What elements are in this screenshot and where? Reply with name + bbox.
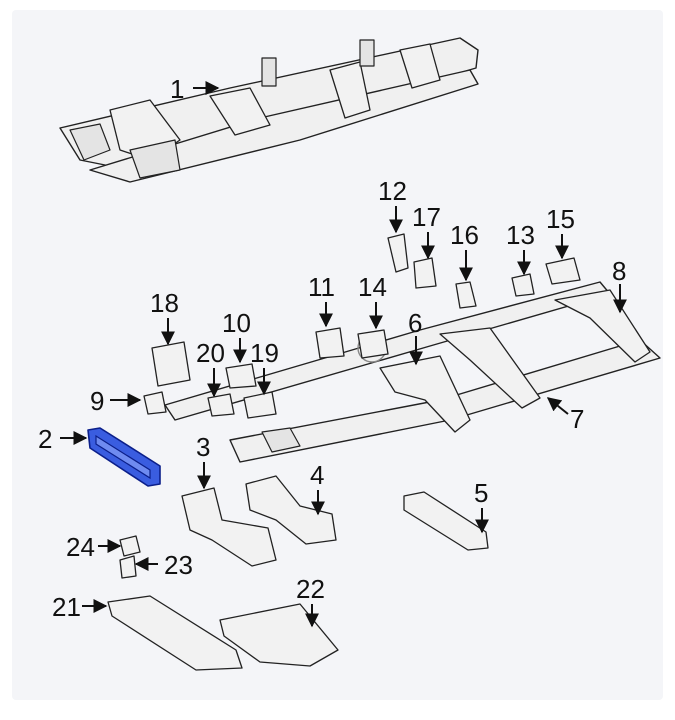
- crossmember-3[interactable]: [181, 487, 277, 567]
- callout-13: 13: [506, 220, 535, 250]
- bracket-10[interactable]: [225, 363, 257, 389]
- bracket-15[interactable]: [545, 257, 581, 285]
- bracket-5[interactable]: [403, 491, 489, 551]
- callout-15: 15: [546, 204, 575, 234]
- skid-plate-21[interactable]: [107, 595, 243, 671]
- bracket-18[interactable]: [151, 341, 191, 387]
- callout-12: 12: [378, 176, 407, 206]
- bracket-13[interactable]: [511, 273, 535, 297]
- callout-5: 5: [474, 478, 488, 508]
- callout-1: 1: [170, 74, 184, 104]
- complete-frame-assembly[interactable]: [59, 37, 479, 183]
- bracket-9[interactable]: [143, 391, 167, 415]
- callout-7: 7: [570, 404, 584, 434]
- callout-2: 2: [38, 424, 52, 454]
- callout-17: 17: [412, 202, 441, 232]
- callout-18: 18: [150, 288, 179, 318]
- callout-8: 8: [612, 256, 626, 286]
- bracket-14[interactable]: [357, 329, 389, 359]
- callout-3: 3: [196, 432, 210, 462]
- bracket-11[interactable]: [315, 327, 345, 359]
- callout-14: 14: [358, 272, 387, 302]
- callout-10: 10: [222, 308, 251, 338]
- bracket-23[interactable]: [119, 555, 137, 579]
- callout-4: 4: [310, 460, 324, 490]
- bracket-16[interactable]: [455, 281, 477, 309]
- callout-11: 11: [308, 272, 335, 302]
- callout-21: 21: [52, 592, 81, 622]
- bracket-24[interactable]: [119, 535, 141, 557]
- crossmember-highlighted[interactable]: [87, 427, 161, 487]
- callout-9: 9: [90, 386, 104, 416]
- callout-20: 20: [196, 338, 225, 368]
- callout-labels: 1 2 3 4 5 6 7 8 9 10 11 12 13 14 15 16 1…: [38, 74, 626, 622]
- callout-22: 22: [296, 574, 325, 604]
- bracket-12[interactable]: [387, 233, 409, 273]
- callout-6: 6: [408, 308, 422, 338]
- bracket-20[interactable]: [207, 393, 235, 417]
- callout-16: 16: [450, 220, 479, 250]
- callout-24: 24: [66, 532, 95, 562]
- bracket-17[interactable]: [413, 257, 437, 289]
- callout-23: 23: [164, 550, 193, 580]
- callout-arrows: [60, 81, 627, 628]
- crossmember-4[interactable]: [245, 475, 337, 545]
- callout-19: 19: [250, 338, 279, 368]
